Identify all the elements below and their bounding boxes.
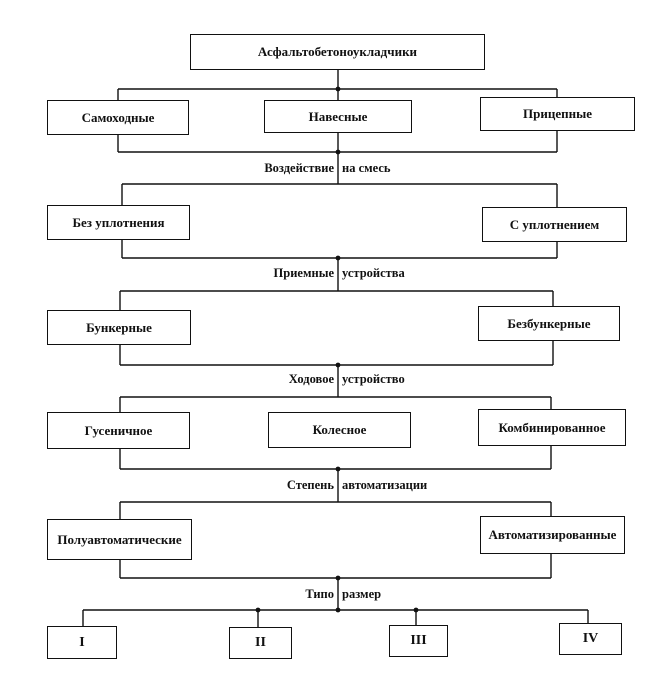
node-label: Полуавтоматические bbox=[57, 531, 182, 547]
node-size-2: II bbox=[229, 627, 292, 659]
heading-receiving-left: Приемные bbox=[273, 266, 334, 280]
node-label: Бункерные bbox=[86, 319, 152, 335]
node-with-compaction: С уплотнением bbox=[482, 207, 627, 242]
node-label: Без уплотнения bbox=[72, 214, 165, 230]
heading-automation-left: Степень bbox=[286, 478, 334, 492]
root-label: Асфальтобетоноукладчики bbox=[257, 44, 418, 59]
node-label: Прицепные bbox=[523, 106, 592, 121]
heading-automation-right: автоматизации bbox=[342, 478, 428, 492]
node-size-4: IV bbox=[559, 623, 622, 655]
heading-impact-right: на смесь bbox=[342, 161, 391, 175]
root-node: Асфальтобетоноукладчики bbox=[190, 34, 485, 70]
node-label: Колесное bbox=[312, 422, 367, 437]
node-semi-automatic: Полуавтоматические bbox=[47, 519, 192, 560]
heading-size-left: Типо bbox=[305, 587, 334, 601]
node-automated: Автоматизированные bbox=[480, 516, 625, 554]
node-label: Навесные bbox=[308, 108, 368, 124]
node-label: Комбинированное bbox=[498, 419, 606, 435]
heading-size-right: размер bbox=[342, 587, 382, 601]
node-size-3: III bbox=[389, 625, 448, 657]
node-label: I bbox=[79, 634, 85, 650]
node-self-propelled: Самоходные bbox=[47, 100, 189, 135]
node-label: С уплотнением bbox=[509, 216, 600, 232]
heading-running-gear-left: Ходовое bbox=[288, 372, 334, 386]
node-label: Безбункерные bbox=[507, 315, 591, 331]
node-label: Самоходные bbox=[81, 109, 155, 125]
node-mounted: Навесные bbox=[264, 100, 412, 133]
node-wheeled: Колесное bbox=[268, 412, 411, 448]
heading-running-gear-right: устройство bbox=[342, 372, 405, 386]
node-label: II bbox=[255, 635, 266, 650]
node-label: III bbox=[410, 633, 427, 648]
node-hopperless: Безбункерные bbox=[478, 306, 620, 341]
node-label: Гусеничное bbox=[84, 422, 153, 438]
node-hopper: Бункерные bbox=[47, 310, 191, 345]
node-label: IV bbox=[582, 631, 599, 646]
heading-receiving-right: устройства bbox=[342, 266, 405, 280]
heading-impact-left: Воздействие bbox=[264, 161, 334, 175]
node-no-compaction: Без уплотнения bbox=[47, 205, 190, 240]
node-tracked: Гусеничное bbox=[47, 412, 190, 449]
node-combined: Комбинированное bbox=[478, 409, 626, 446]
node-label: Автоматизированные bbox=[488, 527, 617, 542]
node-trailed: Прицепные bbox=[480, 97, 635, 131]
node-size-1: I bbox=[47, 626, 117, 659]
